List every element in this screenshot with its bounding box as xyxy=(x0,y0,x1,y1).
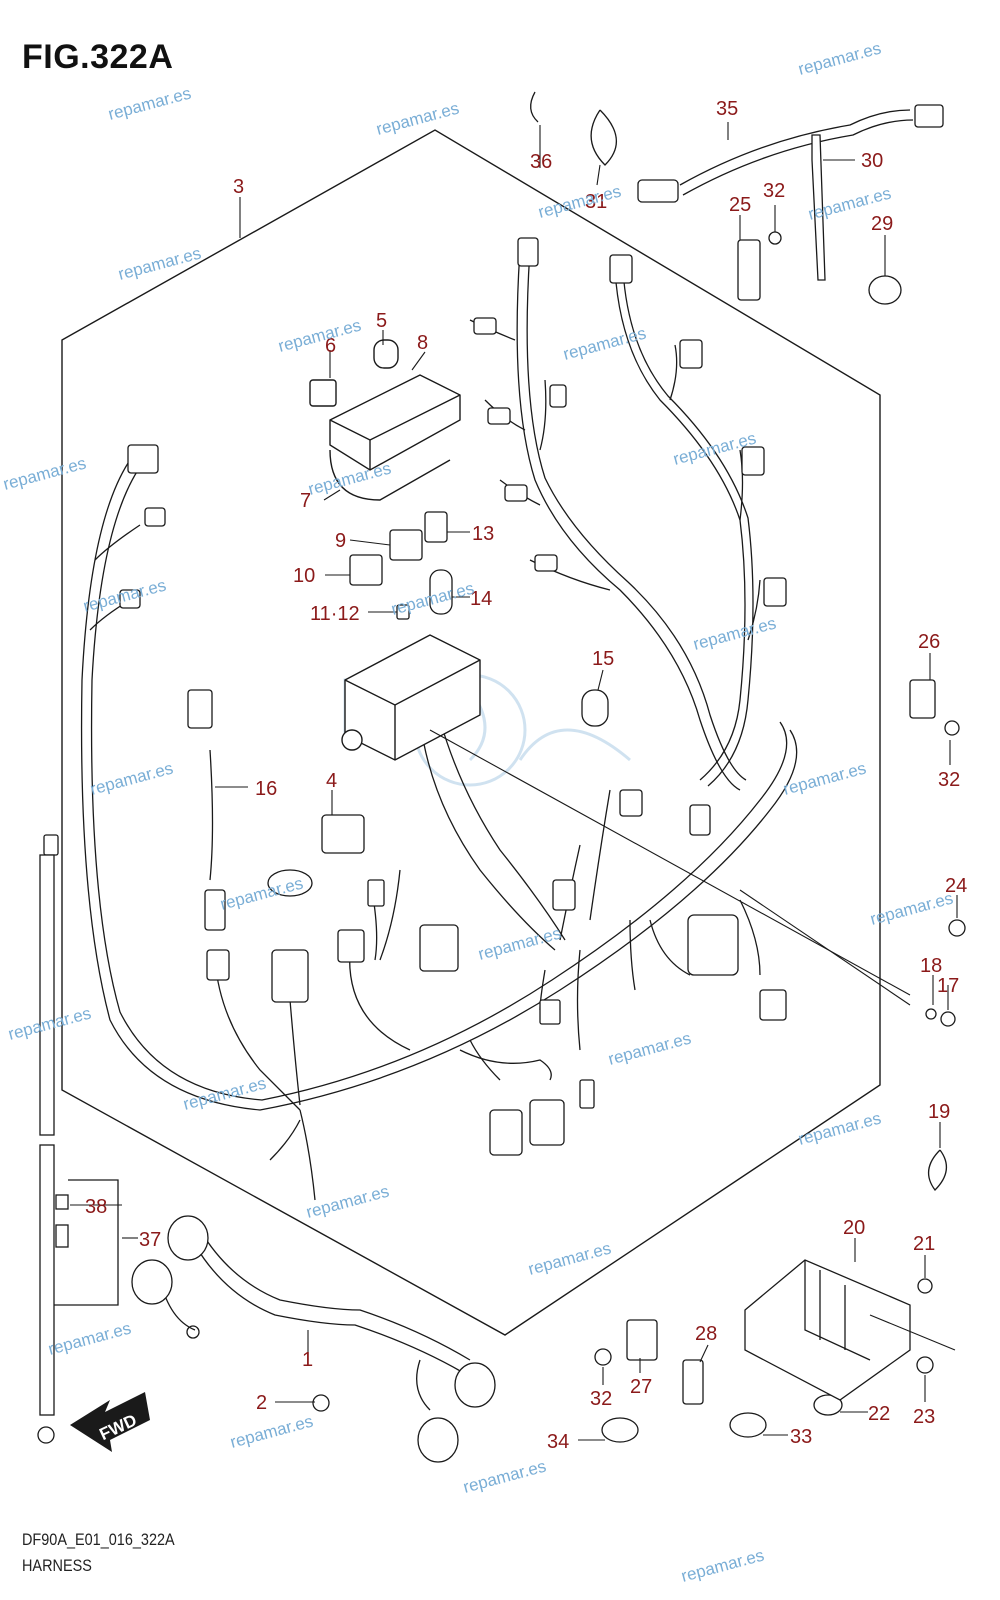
callout-32-bottom: 32 xyxy=(590,1388,612,1410)
callout-28: 28 xyxy=(695,1323,717,1345)
callout-25: 25 xyxy=(729,194,751,216)
top-right-parts xyxy=(530,91,944,305)
leader-lines xyxy=(70,122,958,1441)
watermark-text: repamar.es xyxy=(781,758,868,798)
watermark-text: repamar.es xyxy=(218,873,305,913)
figure-code: DF90A_E01_016_322A xyxy=(22,1530,175,1549)
callout-36: 36 xyxy=(530,151,552,173)
main-harness xyxy=(80,249,798,1201)
watermark-text: repamar.es xyxy=(1,453,88,493)
callout-13: 13 xyxy=(472,523,494,545)
watermark-text: repamar.es xyxy=(304,1181,391,1221)
callout-14: 14 xyxy=(470,588,492,610)
callout-23: 23 xyxy=(913,1406,935,1428)
watermark-text: repamar.es xyxy=(691,613,778,653)
callout-labels: 1 2 3 4 5 6 7 8 9 10 11·12 13 14 15 16 1… xyxy=(85,98,967,1453)
callout-16: 16 xyxy=(255,778,277,800)
watermark-text: repamar.es xyxy=(88,758,175,798)
right-side-parts xyxy=(813,679,966,1416)
callout-1: 1 xyxy=(302,1349,313,1371)
callout-29: 29 xyxy=(871,213,893,235)
callout-31: 31 xyxy=(585,191,607,213)
small-parts xyxy=(267,689,609,897)
watermark-text: repamar.es xyxy=(228,1411,315,1451)
watermark-text: repamar.es xyxy=(81,575,168,615)
callout-26: 26 xyxy=(918,631,940,653)
callout-6: 6 xyxy=(325,335,336,357)
callout-11-12: 11·12 xyxy=(310,603,360,625)
callout-4: 4 xyxy=(326,770,337,792)
callout-10: 10 xyxy=(293,565,315,587)
watermark-text: repamar.es xyxy=(796,38,883,78)
callout-34: 34 xyxy=(547,1431,569,1453)
watermark-text: repamar.es xyxy=(606,1028,693,1068)
callout-17: 17 xyxy=(937,975,959,997)
callout-3: 3 xyxy=(233,176,244,198)
watermark-text: repamar.es xyxy=(106,83,193,123)
bracket-20 xyxy=(744,1259,911,1401)
callout-5: 5 xyxy=(376,310,387,332)
fuse-box-cover xyxy=(341,634,481,761)
watermark-text: repamar.es xyxy=(796,1108,883,1148)
bottom-parts xyxy=(312,1319,767,1443)
callout-33: 33 xyxy=(790,1426,812,1448)
battery-cable xyxy=(37,854,69,1444)
callout-9: 9 xyxy=(335,530,346,552)
lower-harness xyxy=(131,1215,496,1463)
relays xyxy=(349,511,453,620)
callout-22: 22 xyxy=(868,1403,890,1425)
figure-name: HARNESS xyxy=(22,1556,92,1575)
callout-18: 18 xyxy=(920,955,942,977)
callout-2: 2 xyxy=(256,1392,267,1414)
group-bracket-37 xyxy=(48,1179,119,1306)
callout-38: 38 xyxy=(85,1196,107,1218)
callout-35: 35 xyxy=(716,98,738,120)
connectors xyxy=(43,237,787,1156)
watermark-text: repamar.es xyxy=(526,1238,613,1278)
watermark-text: repamar.es xyxy=(116,243,203,283)
fwd-arrow: FWD xyxy=(70,1392,150,1452)
callout-37: 37 xyxy=(139,1229,161,1251)
junction-box xyxy=(309,339,461,501)
watermark-text: repamar.es xyxy=(181,1073,268,1113)
watermark-text: repamar.es xyxy=(276,315,363,355)
main-boundary xyxy=(61,129,881,1336)
callout-30: 30 xyxy=(861,150,883,172)
callout-19: 19 xyxy=(928,1101,950,1123)
watermark-text: repamar.es xyxy=(868,888,955,928)
callout-7: 7 xyxy=(300,490,311,512)
callout-20: 20 xyxy=(843,1217,865,1239)
watermark-text: repamar.es xyxy=(374,98,461,138)
callout-32-right: 32 xyxy=(938,769,960,791)
watermark-text: repamar.es xyxy=(461,1456,548,1496)
callout-24: 24 xyxy=(945,875,967,897)
callout-32-top: 32 xyxy=(763,180,785,202)
watermark-text: repamar.es xyxy=(476,923,563,963)
watermark-text: repamar.es xyxy=(46,1318,133,1358)
callout-8: 8 xyxy=(417,332,428,354)
callout-27: 27 xyxy=(630,1376,652,1398)
figure-title: FIG.322A xyxy=(22,38,174,76)
callout-15: 15 xyxy=(592,648,614,670)
watermark-text: repamar.es xyxy=(679,1545,766,1585)
callout-21: 21 xyxy=(913,1233,935,1255)
